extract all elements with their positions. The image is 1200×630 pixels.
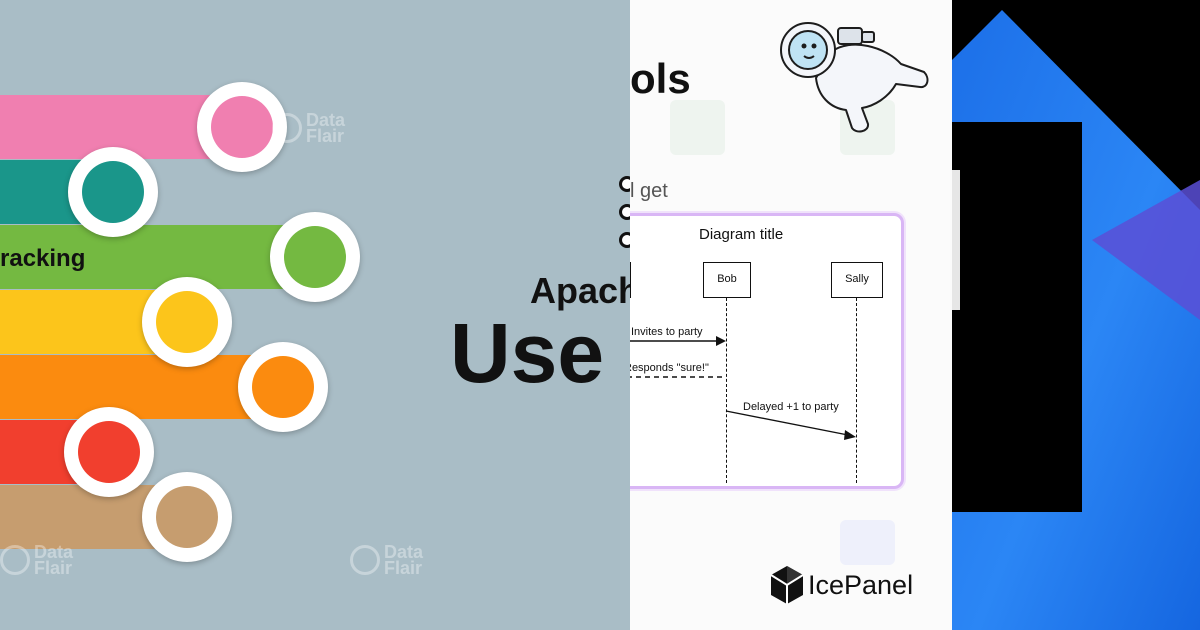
watermark-logo-icon bbox=[0, 545, 30, 575]
logo-panel bbox=[952, 0, 1200, 630]
actor-left bbox=[630, 262, 631, 298]
usecase-heading: Use C bbox=[450, 306, 630, 400]
heading-fragment: ols bbox=[630, 55, 691, 102]
brand-name: IcePanel bbox=[808, 569, 914, 600]
apache-heading: Apach bbox=[530, 270, 630, 311]
watermark-line1: Data bbox=[384, 542, 424, 562]
watermark-line2: Flair bbox=[34, 558, 73, 578]
message-label: Invites to party bbox=[631, 326, 703, 338]
orange-band bbox=[0, 355, 285, 419]
watermark-line1: Data bbox=[306, 110, 346, 130]
actor-bob: Bob bbox=[703, 262, 751, 298]
green-circle bbox=[270, 212, 360, 302]
icepanel-logo-icon bbox=[770, 566, 804, 604]
message-label: Delayed +1 to party bbox=[743, 401, 839, 413]
subtext-fragment: l get bbox=[630, 180, 668, 202]
watermark-logo-icon bbox=[272, 113, 302, 143]
watermark-line1: Data bbox=[34, 542, 74, 562]
message-label: Responds "sure!" bbox=[630, 362, 709, 374]
actor-sally: Sally bbox=[831, 262, 883, 298]
lifeline-bob bbox=[726, 298, 727, 483]
pink-circle bbox=[197, 82, 287, 172]
astronaut-icon bbox=[780, 22, 929, 133]
app-logo-icon bbox=[952, 10, 1200, 630]
yellow-circle bbox=[142, 277, 232, 367]
background-card bbox=[840, 520, 895, 565]
icepanel-brand: IcePanel bbox=[770, 565, 913, 605]
background-card bbox=[670, 100, 725, 155]
message-arrows bbox=[630, 336, 856, 440]
orange-circle bbox=[238, 342, 328, 432]
lifeline-sally bbox=[856, 298, 857, 483]
teal-circle bbox=[68, 147, 158, 237]
tan-circle bbox=[142, 472, 232, 562]
watermark-line2: Flair bbox=[306, 126, 345, 146]
diagram-title: Diagram title bbox=[699, 226, 784, 243]
chain-icon bbox=[619, 204, 630, 220]
sequence-diagram: Diagram title Bob Sally Invites to party… bbox=[630, 213, 904, 489]
chain-icon bbox=[619, 176, 630, 192]
icepanel-panel: ols l get Diagram title Bob Sally Invite… bbox=[630, 0, 952, 630]
watermark-line2: Flair bbox=[384, 558, 423, 578]
watermark-logo-icon bbox=[350, 545, 380, 575]
band-label: racking bbox=[0, 245, 86, 272]
red-circle bbox=[64, 407, 154, 497]
green-band bbox=[0, 225, 315, 289]
chain-icon bbox=[619, 232, 630, 248]
